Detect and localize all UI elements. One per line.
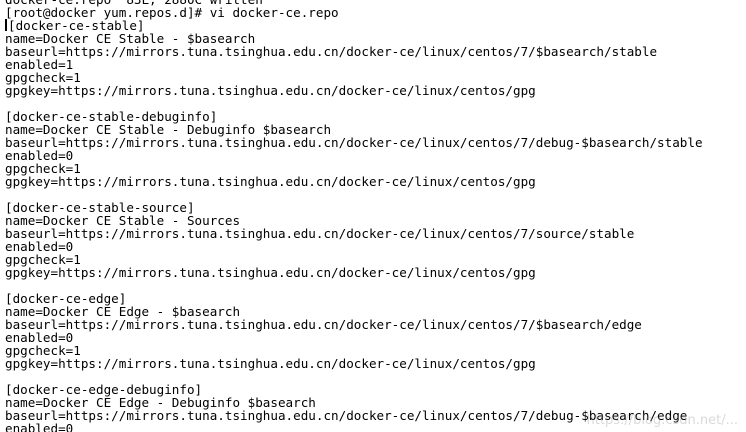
terminal-line: [docker-ce-stable]: [5, 19, 746, 32]
terminal-line: [docker-ce-edge]: [5, 291, 127, 306]
terminal-line: gpgkey=https://mirrors.tuna.tsinghua.edu…: [5, 83, 536, 98]
terminal-line: [docker-ce-stable-source]: [5, 200, 195, 215]
terminal-line: [docker-ce-edge-debuginfo]: [5, 382, 203, 397]
terminal-line: name=Docker CE Stable - Debuginfo $basea…: [5, 122, 332, 137]
terminal-line: name=Docker CE Edge - Debuginfo $basearc…: [5, 395, 316, 410]
terminal-line: docker-ce.repo 83L, 2880C written: [5, 0, 746, 6]
terminal-line: gpgcheck=1: [5, 343, 81, 358]
terminal-line: gpgcheck=1: [5, 161, 81, 176]
terminal-line: name=Docker CE Stable - $basearch: [5, 31, 256, 46]
terminal-line: baseurl=https://mirrors.tuna.tsinghua.ed…: [5, 135, 703, 150]
terminal-line: name=Docker CE Stable - Sources: [5, 213, 241, 228]
terminal-line: gpgcheck=1: [5, 70, 81, 85]
terminal-line: name=Docker CE Edge - $basearch: [5, 304, 241, 319]
terminal-line: enabled=0: [5, 421, 74, 432]
terminal-line: gpgkey=https://mirrors.tuna.tsinghua.edu…: [5, 356, 536, 371]
terminal-line: gpgkey=https://mirrors.tuna.tsinghua.edu…: [5, 265, 536, 280]
terminal-line: [docker-ce-stable-debuginfo]: [5, 109, 218, 124]
terminal-line: baseurl=https://mirrors.tuna.tsinghua.ed…: [5, 317, 642, 332]
terminal-line: enabled=1: [5, 57, 74, 72]
terminal-line: baseurl=https://mirrors.tuna.tsinghua.ed…: [5, 44, 658, 59]
terminal-line: [root@docker yum.repos.d]# vi docker-ce.…: [5, 5, 339, 20]
terminal-line: enabled=0: [5, 330, 74, 345]
terminal-line: enabled=0: [5, 148, 74, 163]
terminal-line: baseurl=https://mirrors.tuna.tsinghua.ed…: [5, 408, 688, 423]
watermark: https://blog.csdn.net/...: [586, 413, 738, 428]
terminal-line: gpgkey=https://mirrors.tuna.tsinghua.edu…: [5, 174, 536, 189]
terminal-line: gpgcheck=1: [5, 252, 81, 267]
terminal-line: baseurl=https://mirrors.tuna.tsinghua.ed…: [5, 226, 635, 241]
text-cursor: [5, 19, 7, 31]
terminal-line: enabled=0: [5, 239, 74, 254]
